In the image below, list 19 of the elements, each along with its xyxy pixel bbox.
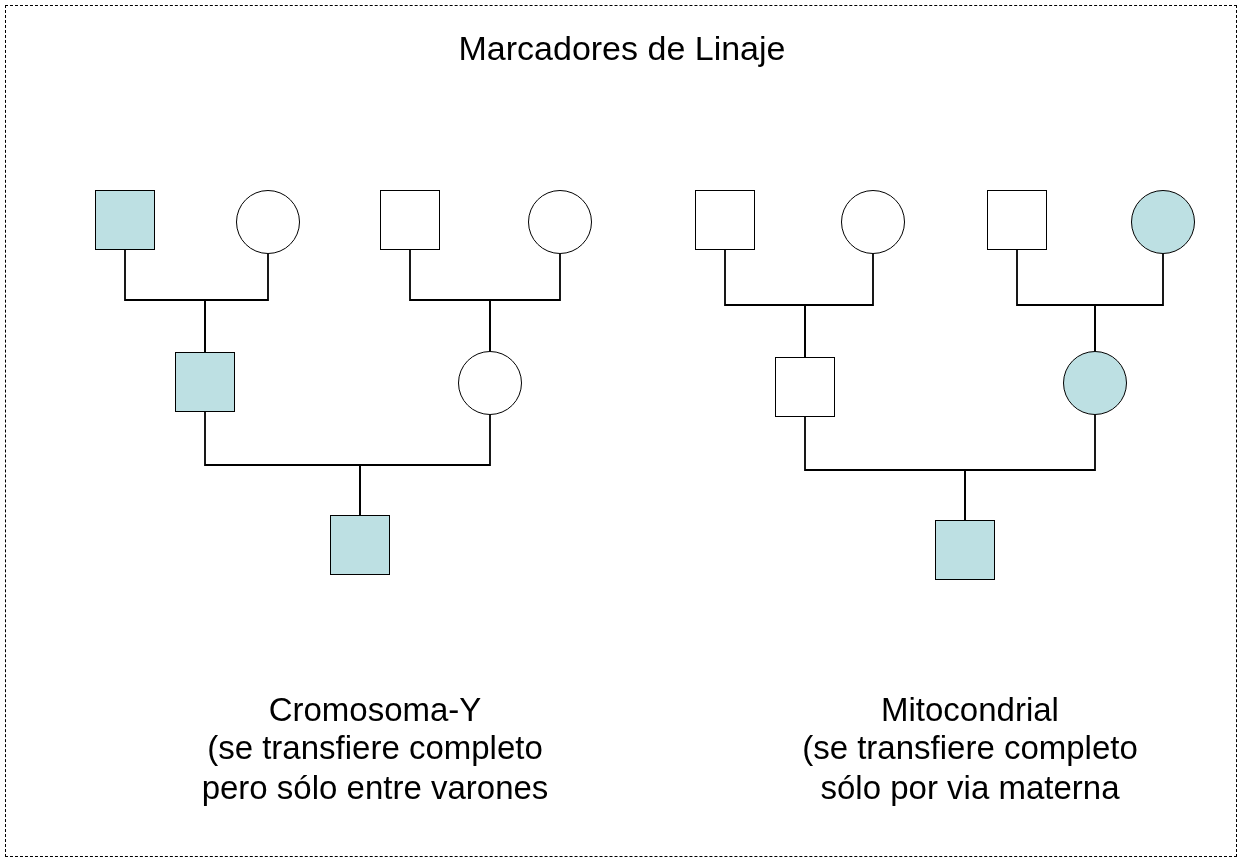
connector-line <box>359 414 491 516</box>
caption-text: (se transfiere completo pero sólo entre varones <box>200 728 550 808</box>
square-symbol <box>775 357 835 417</box>
square-symbol <box>330 515 390 575</box>
connector-line <box>204 253 269 353</box>
square-symbol <box>695 190 755 250</box>
connector-line <box>964 414 1096 521</box>
square-symbol <box>175 352 235 412</box>
caption-text: Mitocondrial <box>880 690 1060 730</box>
square-symbol <box>987 190 1047 250</box>
square-symbol <box>380 190 440 250</box>
connector-line <box>1094 253 1164 352</box>
caption-text: (se transfiere completo sólo por via materna <box>801 728 1139 808</box>
title: Marcadores de Linaje <box>457 28 787 69</box>
square-symbol <box>95 190 155 250</box>
caption-text: Cromosoma-Y <box>267 690 483 730</box>
connector-line <box>804 253 874 358</box>
square-symbol <box>935 520 995 580</box>
connector-line <box>489 253 561 352</box>
